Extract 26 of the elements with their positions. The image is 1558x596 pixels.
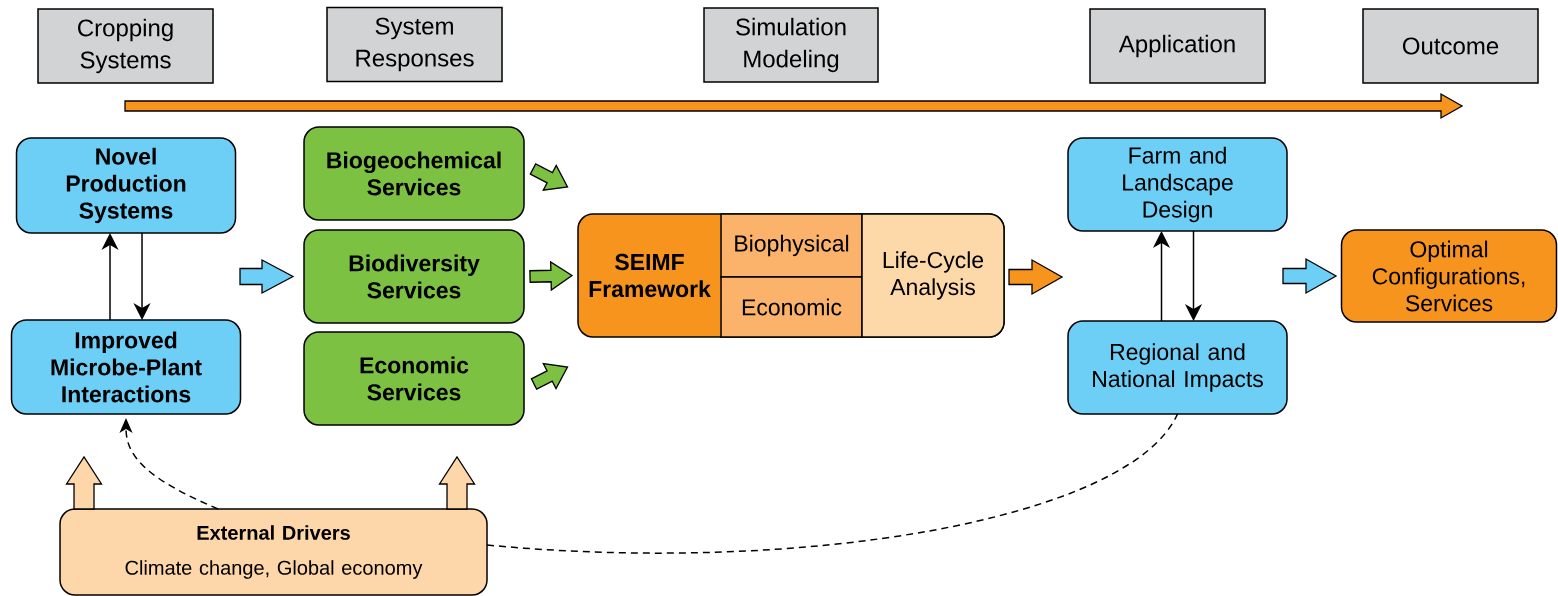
model-cell: Economic	[720, 276, 863, 338]
service-box: Biogeochemical Services	[303, 126, 525, 221]
block-arrow	[529, 163, 569, 191]
block-arrow	[239, 258, 295, 295]
block-arrow	[438, 455, 476, 510]
block-arrow	[1008, 258, 1064, 296]
outcome-box: Optimal Configurations, Services	[1340, 229, 1558, 323]
model-cell: Biophysical	[720, 213, 863, 278]
block-arrow	[530, 362, 569, 390]
analysis-cell: Life-Cycle Analysis	[861, 213, 1005, 338]
service-box: Biodiversity Services	[303, 229, 525, 324]
process-box: Improved Microbe-Plant Interactions	[10, 319, 242, 415]
stage-header-box: System Responses	[326, 6, 503, 83]
drivers-box: External Drivers Climate change, Global economy	[59, 508, 488, 596]
stage-header-box: Application	[1089, 8, 1266, 84]
stage-header-box: Simulation Modeling	[703, 7, 879, 83]
block-arrow	[1282, 257, 1338, 295]
process-box: Novel Production Systems	[15, 137, 237, 234]
stage-header-box: Outcome	[1362, 8, 1539, 84]
process-box: Regional and National Impacts	[1067, 320, 1288, 415]
process-box: Farm and Landscape Design	[1067, 137, 1288, 232]
service-box: Economic Services	[303, 331, 525, 426]
block-arrow	[529, 260, 574, 292]
dashed-line	[486, 413, 1179, 554]
block-arrow	[65, 455, 103, 510]
stage-header-box: Cropping Systems	[37, 8, 214, 84]
